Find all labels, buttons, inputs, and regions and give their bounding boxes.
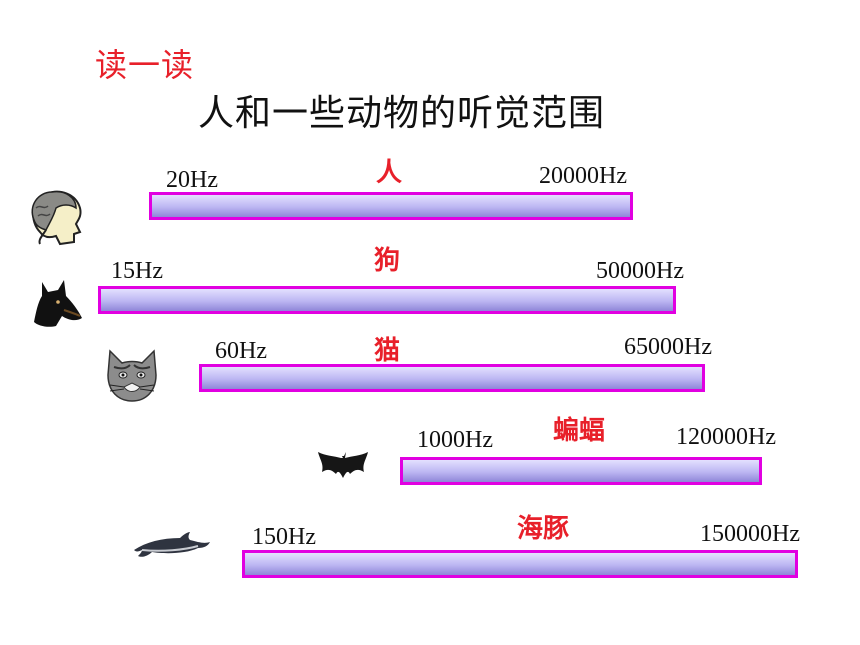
hearing-range-bar-dog: [98, 286, 676, 314]
dolphin-icon: [132, 530, 212, 560]
cat-head-icon: [104, 347, 160, 405]
max-freq-dog: 50000Hz: [596, 258, 684, 284]
range-name-bat: 蝙蝠: [553, 416, 606, 446]
hearing-range-bar-cat: [199, 364, 705, 392]
page-title: 人和一些动物的听觉范围: [198, 93, 606, 134]
min-freq-dog: 15Hz: [111, 258, 163, 284]
min-freq-human: 20Hz: [166, 167, 218, 193]
max-freq-human: 20000Hz: [539, 163, 627, 189]
hearing-range-bar-human: [149, 192, 633, 220]
min-freq-dolphin: 150Hz: [252, 524, 316, 550]
bat-icon: [316, 448, 370, 484]
hearing-range-bar-bat: [400, 457, 762, 485]
max-freq-dolphin: 150000Hz: [700, 521, 800, 547]
human-head-icon: [26, 186, 88, 248]
range-name-human: 人: [376, 158, 403, 188]
prompt-heading: 读一读: [95, 46, 195, 84]
range-name-dolphin: 海豚: [517, 514, 570, 544]
range-name-cat: 猫: [374, 336, 401, 366]
hearing-range-bar-dolphin: [242, 550, 798, 578]
dog-head-icon: [28, 276, 84, 332]
min-freq-bat: 1000Hz: [417, 427, 493, 453]
max-freq-cat: 65000Hz: [624, 334, 712, 360]
max-freq-bat: 120000Hz: [676, 424, 776, 450]
min-freq-cat: 60Hz: [215, 338, 267, 364]
range-name-dog: 狗: [374, 246, 401, 276]
